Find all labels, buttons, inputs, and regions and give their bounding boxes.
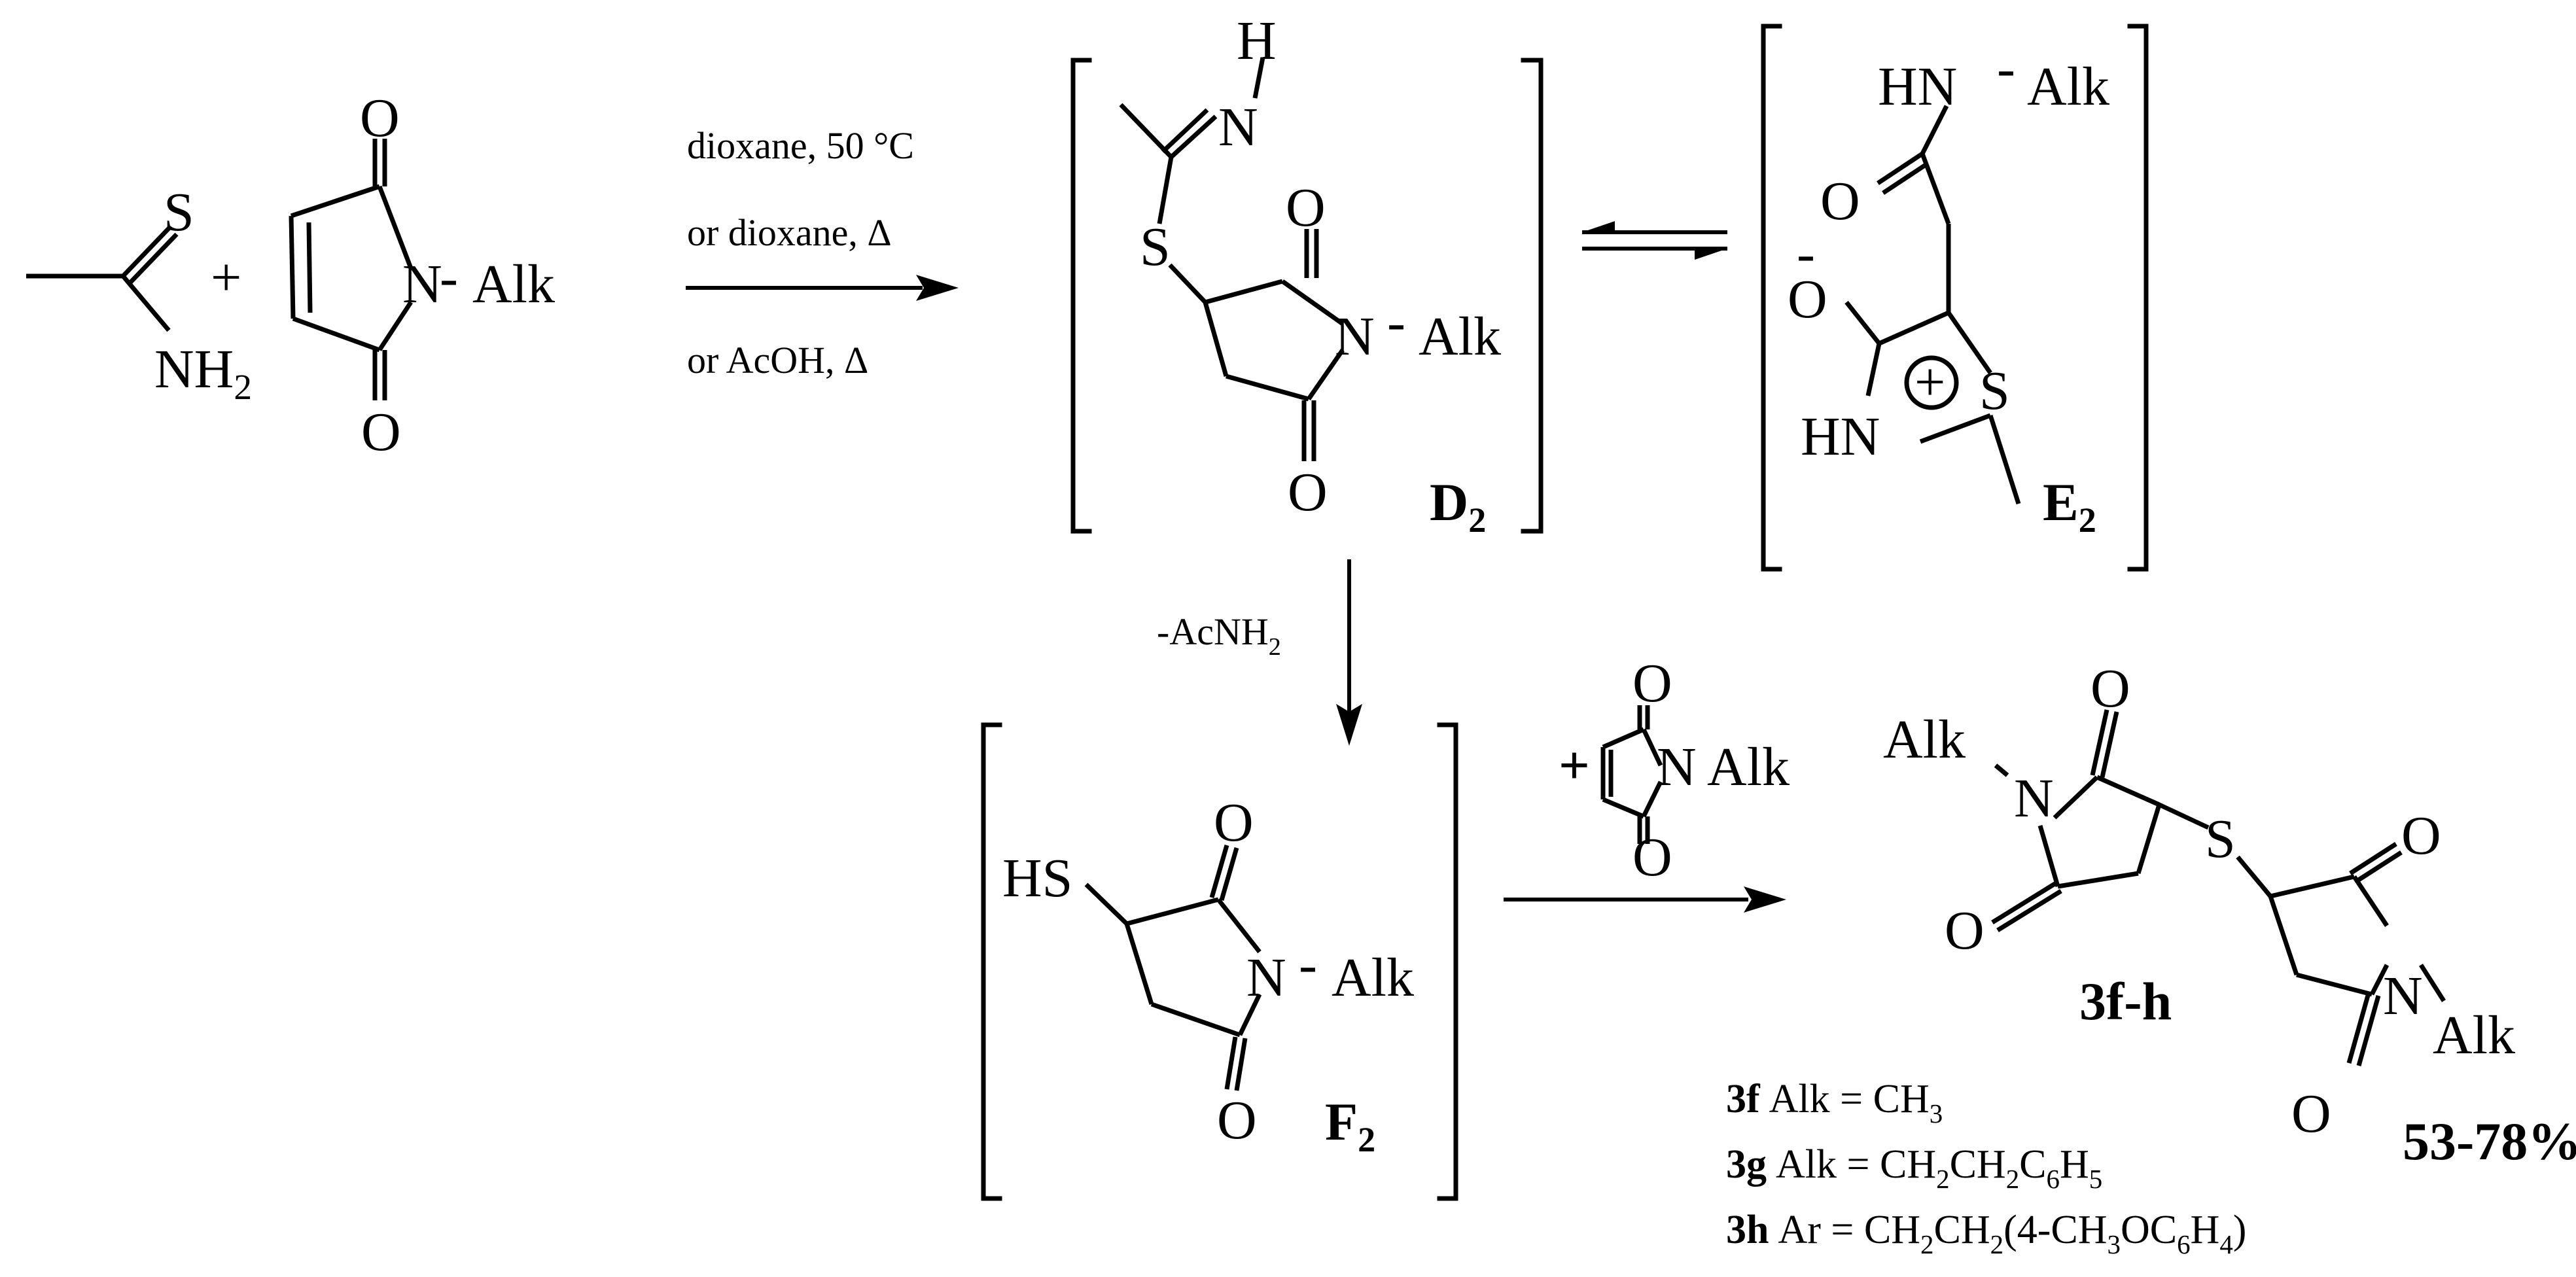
condition-line-2: or dioxane, Δ xyxy=(687,211,892,254)
reagent-bonds xyxy=(1600,705,1663,844)
label-yield: 53-78% xyxy=(2403,1111,2576,1171)
atom-Alk-left: Alk xyxy=(1883,709,1966,770)
atom-N-right: N xyxy=(2383,966,2423,1026)
plus-sign: + xyxy=(211,247,241,308)
atom-N-D2: N xyxy=(1335,306,1375,367)
atom-O-bottom-left: O xyxy=(1945,900,1985,961)
atom-N-F2: N xyxy=(1246,947,1286,1008)
condition-line-3: or AcOH, Δ xyxy=(687,339,868,381)
atom-N-imine-D2: N xyxy=(1218,97,1258,158)
atom-S-E2: S xyxy=(1979,360,2010,421)
maleimide-structure: O O N - Alk xyxy=(289,88,555,463)
maleimide-reagent: + O N Alk O xyxy=(1559,653,1790,888)
positive-charge-circle xyxy=(1904,355,1959,410)
atom-N-left: N xyxy=(2014,768,2054,829)
intermediate-E2: HN - Alk O - O + S HN E2 xyxy=(1761,24,2149,572)
reagent-plus-sign: + xyxy=(1559,735,1590,796)
atom-Alk-right: Alk xyxy=(2433,1005,2515,1066)
intermediate-F2: HS O N - Alk O F2 xyxy=(981,722,1458,1201)
bracket-right-F2 xyxy=(1437,722,1458,1201)
reaction-arrow-1-head xyxy=(916,275,959,301)
atom-O-carbonyl-E2: O xyxy=(1820,171,1860,232)
n-alk-bond-E2: - xyxy=(1997,38,2015,99)
plus-sign-E2: + xyxy=(1914,352,1945,413)
atom-O-top-F2: O xyxy=(1214,792,1254,853)
atom-Alk-D2: Alk xyxy=(1419,306,1501,367)
atom-HS-F2: HS xyxy=(1002,848,1072,909)
F2-bonds xyxy=(1084,845,1262,1091)
product-bonds xyxy=(1991,709,2446,1066)
condition-line-1: dioxane, 50 °C xyxy=(687,124,914,167)
atom-HN-ring-E2: HN xyxy=(1801,406,1880,467)
atom-O-top-left: O xyxy=(2091,658,2130,719)
reagent-atom-O-top: O xyxy=(1632,653,1672,714)
atom-O-anion-E2: O xyxy=(1788,269,1827,330)
label-F2: F2 xyxy=(1325,1092,1375,1159)
label-E2: E2 xyxy=(2043,472,2096,540)
atom-Alk: Alk xyxy=(472,254,555,315)
maleimide-bonds xyxy=(289,139,414,400)
elimination-label: -AcNH2 xyxy=(1157,610,1281,661)
atom-O-bottom-right: O xyxy=(2291,1083,2331,1144)
n-alk-bond: - xyxy=(440,247,458,308)
reaction-arrow-2-head xyxy=(1744,886,1786,913)
bracket-left-E2 xyxy=(1761,24,1782,572)
n-alk-bond-F2: - xyxy=(1299,934,1317,995)
D2-bonds xyxy=(1119,57,1345,461)
product-3f-h: Alk N O O S O N Alk O 3f-h 53-78% xyxy=(1883,658,2576,1171)
label-D2: D2 xyxy=(1430,472,1486,540)
atom-O-bottom-F2: O xyxy=(1217,1090,1257,1151)
atom-HN-E2: HN xyxy=(1878,56,1957,117)
reaction-arrow-down-head xyxy=(1336,704,1362,746)
label-product: 3f-h xyxy=(2079,971,2172,1031)
atom-O-bottom-D2: O xyxy=(1288,462,1328,523)
atom-H-D2: H xyxy=(1237,10,1277,71)
atom-NH2: NH2 xyxy=(154,339,252,407)
reagent-atom-N-Alk: N Alk xyxy=(1657,737,1790,797)
reagent-atom-O-bottom: O xyxy=(1632,827,1672,888)
atom-Alk-F2: Alk xyxy=(1332,947,1414,1008)
atom-S-D2: S xyxy=(1140,217,1171,277)
atom-S-bridge: S xyxy=(2205,809,2236,869)
atom-Alk-E2: Alk xyxy=(2027,56,2109,117)
atom-O-top: O xyxy=(360,88,400,149)
bracket-left-D2 xyxy=(1070,58,1092,534)
minus-sign-E2: - xyxy=(1797,223,1815,284)
thioacetamide-structure: S NH2 xyxy=(26,182,252,407)
bracket-left-F2 xyxy=(981,722,1002,1201)
atom-N: N xyxy=(402,254,442,315)
atom-O-bottom: O xyxy=(361,402,401,463)
atom-S: S xyxy=(164,182,194,243)
n-alk-bond-D2: - xyxy=(1387,292,1405,353)
equilibrium-arrows xyxy=(1582,221,1727,260)
bracket-right-D2 xyxy=(1521,58,1544,534)
thioacetamide-bonds xyxy=(26,225,179,332)
atom-O-top-D2: O xyxy=(1286,177,1326,238)
bracket-right-E2 xyxy=(2127,24,2149,572)
atom-O-top-right: O xyxy=(2401,805,2441,866)
intermediate-D2: H N S O N - Alk O D2 xyxy=(1070,10,1544,540)
E2-bonds xyxy=(1844,105,2021,505)
